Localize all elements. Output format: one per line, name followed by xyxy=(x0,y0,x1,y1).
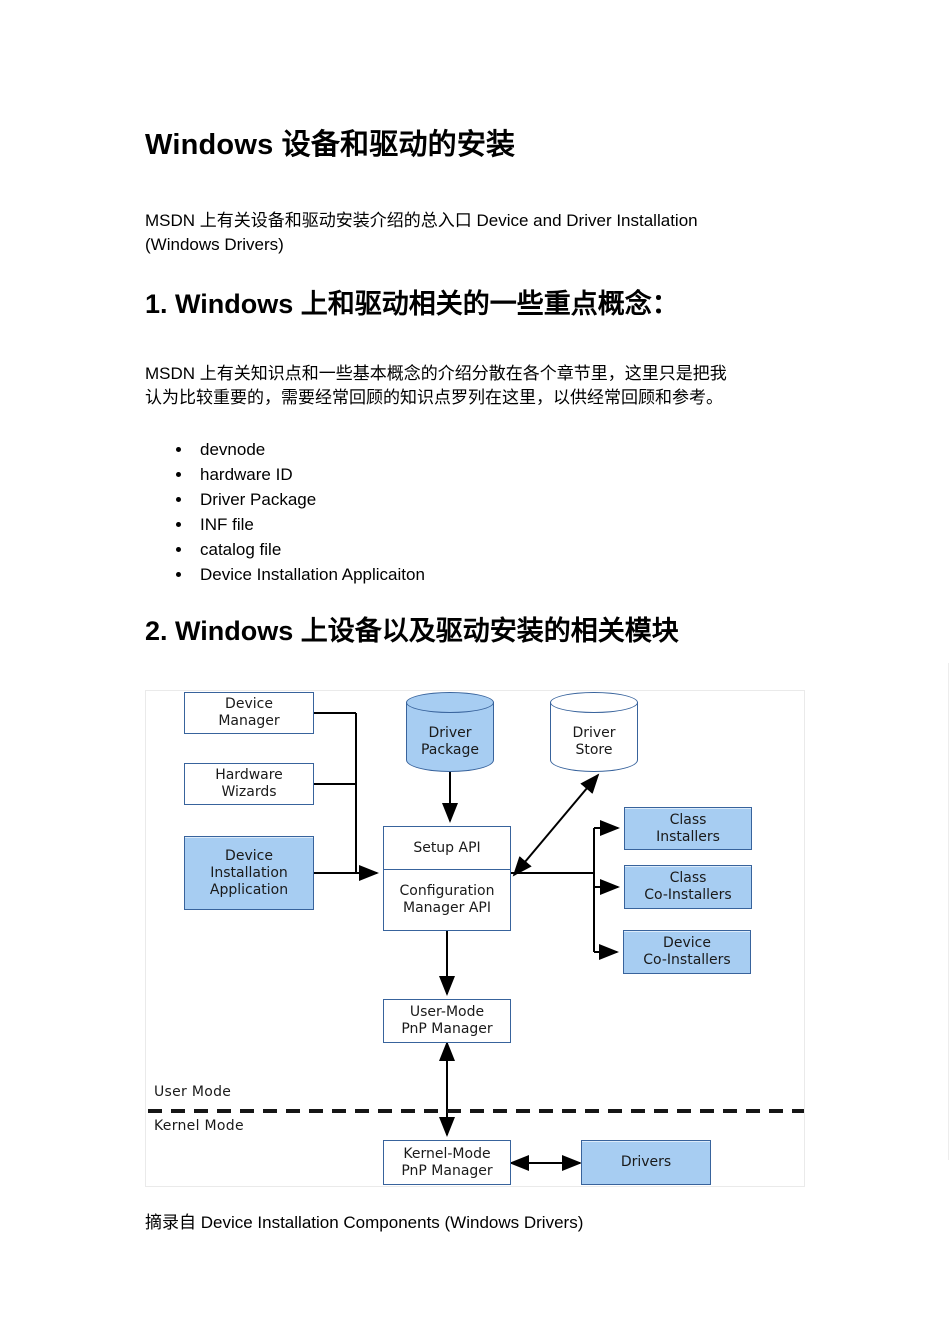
cylinder-body xyxy=(406,702,494,772)
node-user-mode-pnp-manager: User-Mode PnP Manager xyxy=(383,999,511,1043)
section2-heading: 2. Windows 上设备以及驱动安装的相关模块 xyxy=(145,616,679,646)
list-item-inf-file: INF file xyxy=(145,512,805,537)
section1-paragraph: MSDN 上有关知识点和一些基本概念的介绍分散在各个章节里，这里只是把我 认为比… xyxy=(145,362,805,410)
intro-paragraph: MSDN 上有关设备和驱动安装介绍的总入口 Device and Driver … xyxy=(145,209,805,257)
node-setup-api-group: Setup API Configuration Manager API xyxy=(383,826,511,931)
user-kernel-mode-divider xyxy=(148,1109,804,1113)
list-item-devnode: devnode xyxy=(145,437,805,462)
node-class-co-installers: Class Co-Installers xyxy=(624,865,752,909)
diagram-caption: 摘录自 Device Installation Components (Wind… xyxy=(145,1213,584,1232)
node-drivers: Drivers xyxy=(581,1140,711,1185)
section1-paragraph-line-1: MSDN 上有关知识点和一些基本概念的介绍分散在各个章节里，这里只是把我 xyxy=(145,364,727,383)
node-driver-package: Driver Package xyxy=(406,692,494,772)
node-driver-package-label: Driver Package xyxy=(420,725,480,758)
node-device-installation-application: Device Installation Application xyxy=(184,836,314,910)
cylinder-body xyxy=(550,702,638,772)
cylinder-top xyxy=(406,692,494,713)
kernel-mode-label: Kernel Mode xyxy=(154,1118,244,1134)
node-class-installers: Class Installers xyxy=(624,807,752,850)
node-driver-store: Driver Store xyxy=(550,692,638,772)
node-kernel-mode-pnp-manager: Kernel-Mode PnP Manager xyxy=(383,1140,511,1185)
section1-heading: 1. Windows 上和驱动相关的一些重点概念： xyxy=(145,289,679,319)
intro-line-1: MSDN 上有关设备和驱动安装介绍的总入口 Device and Driver … xyxy=(145,211,698,230)
section1-paragraph-line-2: 认为比较重要的，需要经常回顾的知识点罗列在这里，以供经常回顾和参考。 xyxy=(145,388,723,407)
list-item-catalog-file: catalog file xyxy=(145,537,805,562)
document-body: Windows 设备和驱动的安装 MSDN 上有关设备和驱动安装介绍的总入口 D… xyxy=(145,0,805,1235)
node-driver-store-label: Driver Store xyxy=(572,725,616,758)
list-item-hardware-id: hardware ID xyxy=(145,462,805,487)
cylinder-top xyxy=(550,692,638,713)
node-hardware-wizards: Hardware Wizards xyxy=(184,763,314,805)
page-title: Windows 设备和驱动的安装 xyxy=(145,129,516,161)
concepts-list: devnode hardware ID Driver Package INF f… xyxy=(145,437,805,587)
node-configuration-manager-api: Configuration Manager API xyxy=(399,883,495,916)
node-setup-api: Setup API xyxy=(384,827,510,870)
intro-line-2: (Windows Drivers) xyxy=(145,235,284,254)
user-mode-label: User Mode xyxy=(154,1084,232,1100)
device-installation-components-diagram: Device Manager Hardware Wizards Device I… xyxy=(145,690,805,1187)
page-edge-line xyxy=(948,663,949,1160)
list-item-device-installation-application: Device Installation Applicaiton xyxy=(145,562,805,587)
node-device-manager: Device Manager xyxy=(184,692,314,734)
node-device-co-installers: Device Co-Installers xyxy=(623,930,751,974)
list-item-driver-package: Driver Package xyxy=(145,487,805,512)
